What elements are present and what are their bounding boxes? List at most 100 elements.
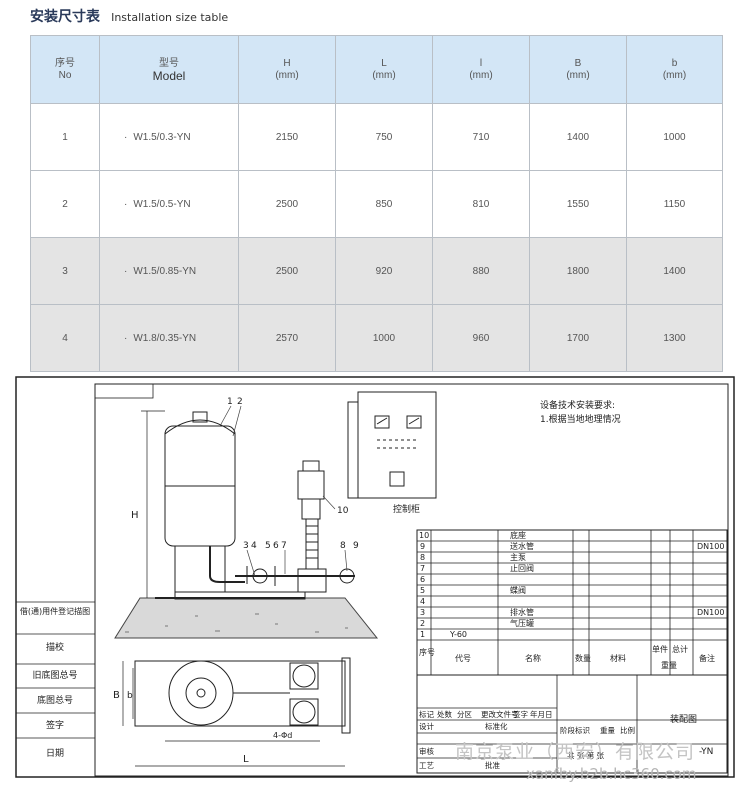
cell-model: W1.5/0.3-YN — [99, 103, 239, 171]
foundation — [114, 591, 379, 639]
tb-approve: 批准 — [485, 760, 500, 770]
bom-header-material: 材料 — [610, 653, 626, 663]
cell-b: 1300 — [626, 304, 723, 372]
bom-name: 送水管 — [510, 541, 534, 551]
bom-seq: 1 — [420, 630, 425, 639]
stamp-base-no: 底图总号 — [37, 694, 73, 706]
cell-B: 1700 — [529, 304, 627, 372]
section-header: 安装尺寸表 Installation size table — [30, 6, 228, 26]
callout-1: 1 — [227, 397, 233, 407]
height-dimension: H — [131, 410, 165, 598]
tb-suffix: -YN — [699, 747, 713, 757]
cell-H: 2500 — [238, 170, 336, 238]
tb-count: 处数 — [437, 709, 452, 719]
callout-4: 4 — [251, 541, 257, 551]
col-header-b: b(mm) — [626, 35, 723, 104]
bom-header-note: 备注 — [699, 653, 715, 663]
tb-zone: 分区 — [457, 710, 472, 719]
cabinet-label: 控制柜 — [393, 503, 420, 515]
bom-header-weight: 重量 — [661, 660, 677, 670]
table-row: 3 W1.5/0.85-YN 2500 920 880 1800 1400 — [30, 237, 723, 305]
col-header-H: H(mm) — [238, 35, 336, 104]
bom-code: Y-60 — [449, 630, 467, 639]
dim-label-hole: 4-Φd — [273, 731, 292, 740]
pressure-tank — [164, 411, 245, 592]
pump — [235, 460, 355, 593]
bom-header-seq: 序号 — [419, 647, 435, 657]
cell-l: 960 — [432, 304, 530, 372]
bom-name: 排水管 — [510, 607, 534, 617]
bom-header-code: 代号 — [455, 653, 471, 663]
tb-sheet: 共 张 第 张 — [567, 750, 605, 760]
dim-label-b: b — [127, 691, 133, 701]
table-row: 1 W1.5/0.3-YN 2150 750 710 1400 1000 — [30, 103, 723, 171]
cell-b: 1150 — [626, 170, 723, 238]
bom-name: 蝶阀 — [510, 585, 526, 595]
cell-L: 1000 — [335, 304, 433, 372]
callouts: 1 2 3 4 5 6 7 8 9 10 — [227, 397, 359, 551]
callout-10: 10 — [337, 506, 349, 516]
cell-B: 1800 — [529, 237, 627, 305]
cell-l: 880 — [432, 237, 530, 305]
col-header-l: l(mm) — [432, 35, 530, 104]
cell-H: 2500 — [238, 237, 336, 305]
requirements-title: 设备技术安装要求: — [540, 399, 615, 411]
col-header-L: L(mm) — [335, 35, 433, 104]
callout-2: 2 — [237, 397, 243, 407]
callout-7: 7 — [281, 541, 287, 551]
stamp-sign: 签字 — [46, 719, 64, 731]
cell-H: 2570 — [238, 304, 336, 372]
tb-mark: 标记 — [419, 709, 434, 719]
cell-H: 2150 — [238, 103, 336, 171]
cell-no: 1 — [30, 103, 100, 171]
bom-seq: 2 — [420, 619, 425, 628]
stamp-date: 日期 — [46, 748, 64, 759]
stamp-old-base: 旧底图总号 — [32, 669, 77, 681]
bom-header-unit: 单件 — [652, 644, 668, 654]
cell-model: W1.5/0.5-YN — [99, 170, 239, 238]
bom-seq: 4 — [420, 597, 425, 606]
bom-name: 止回阀 — [510, 563, 534, 573]
bom-note: DN100 — [697, 608, 724, 617]
company-watermark: 南京泵业（西安）有限公司 — [455, 741, 696, 763]
bom-seq: 3 — [420, 608, 425, 617]
tb-review: 审核 — [419, 746, 434, 756]
cell-b: 1400 — [626, 237, 723, 305]
bom-header-qty: 数量 — [575, 653, 591, 663]
bom-seq: 9 — [420, 542, 425, 551]
cell-B: 1550 — [529, 170, 627, 238]
dim-label-B: B — [113, 690, 120, 701]
assembly-drawing: 借(通)用件登记描图 描校 旧底图总号 底图总号 签字 日期 — [15, 376, 735, 778]
section-title-en: Installation size table — [111, 11, 229, 24]
tb-change: 更改文件号 — [481, 709, 519, 719]
table-row: 4 W1.8/0.35-YN 2570 1000 960 1700 1300 — [30, 304, 723, 372]
url-watermark: xanfby.b2b.hc360.com — [526, 765, 697, 783]
dim-label-L: L — [243, 754, 249, 765]
stamp-borrowed: 借(通)用件登记描图 — [20, 606, 90, 616]
tb-weight: 重量 — [600, 726, 615, 735]
bom-seq: 10 — [419, 531, 429, 540]
side-stamp: 借(通)用件登记描图 描校 旧底图总号 底图总号 签字 日期 — [16, 601, 95, 759]
stamp-trace-check: 描校 — [46, 641, 64, 653]
title-block — [416, 674, 728, 774]
cell-b: 1000 — [626, 103, 723, 171]
cell-no: 3 — [30, 237, 100, 305]
bom-seq: 5 — [420, 586, 425, 595]
cell-no: 2 — [30, 170, 100, 238]
tb-process: 工艺 — [419, 761, 434, 770]
cell-B: 1400 — [529, 103, 627, 171]
tb-scale: 比例 — [620, 725, 635, 735]
cell-l: 710 — [432, 103, 530, 171]
cell-L: 750 — [335, 103, 433, 171]
tb-date: 年月日 — [530, 709, 553, 719]
tb-stage: 阶段标识 — [560, 725, 590, 735]
bom-note: DN100 — [697, 542, 724, 551]
callout-8: 8 — [340, 541, 346, 551]
cell-L: 920 — [335, 237, 433, 305]
callout-9: 9 — [353, 541, 359, 551]
requirements-item: 1.根据当地地理情况 — [540, 413, 621, 425]
bom-seq: 7 — [420, 564, 425, 573]
